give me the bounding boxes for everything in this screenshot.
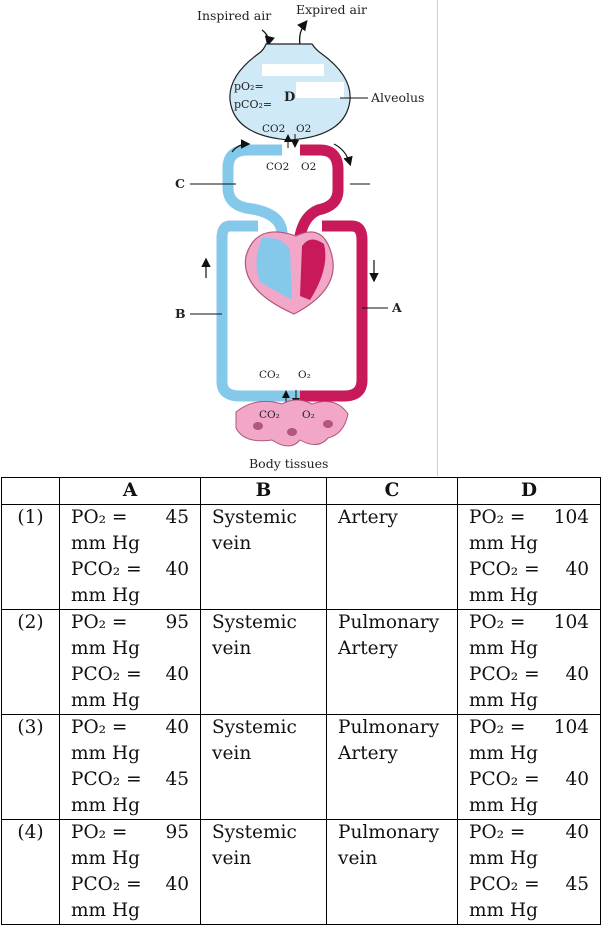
o2-bottom-label: O₂ xyxy=(298,369,311,381)
table-row: (2) PO₂ =95 mm Hg PCO₂ =40 mm Hg Systemi… xyxy=(1,609,601,715)
diagram-svg: Inspired air Expired air pO₂= D pCO₂= Al… xyxy=(175,2,424,471)
option-number[interactable]: (1) xyxy=(1,504,60,610)
po2-label: pO₂= xyxy=(234,80,264,93)
cell-c: Artery xyxy=(326,504,458,610)
header-b: B xyxy=(200,477,327,505)
table-header-row: A B C D xyxy=(1,477,601,505)
cell-b: Systemic vein xyxy=(200,714,327,820)
inspired-arrow xyxy=(261,29,275,47)
cell-d: PO₂ =104 mm Hg PCO₂ =40 mm Hg xyxy=(457,504,601,610)
expired-arrow xyxy=(297,19,308,46)
pco2-label: pCO₂= xyxy=(234,98,272,111)
table-row: (4) PO₂ =95 mm Hg PCO₂ =40 mm Hg Systemi… xyxy=(1,819,601,925)
cell-c: Pulmonary Artery xyxy=(326,714,458,820)
header-a: A xyxy=(59,477,201,505)
cell-b: Systemic vein xyxy=(200,609,327,715)
cell-c: Pulmonary Artery xyxy=(326,609,458,715)
co2-bottom2-label: CO₂ xyxy=(259,409,280,421)
o2-bottom2-label: O₂ xyxy=(302,409,315,421)
alveolus-label: Alveolus xyxy=(370,90,424,105)
cell-b: Systemic vein xyxy=(200,504,327,610)
cell-a: PO₂ =95 mm Hg PCO₂ =40 mm Hg xyxy=(59,819,201,925)
heart-left-side xyxy=(300,239,326,300)
a-label: A xyxy=(391,300,402,315)
alveolus-blank-1 xyxy=(262,64,324,76)
pulmonary-vessel-c xyxy=(222,144,288,262)
cell-a: PO₂ =45 mm Hg PCO₂ =40 mm Hg xyxy=(59,504,201,610)
body-tissues-label: Body tissues xyxy=(249,456,328,471)
co2-top2-label: CO2 xyxy=(266,161,289,173)
o2-top-label: O2 xyxy=(296,123,311,135)
heart-right-side xyxy=(256,237,292,300)
cell-a: PO₂ =95 mm Hg PCO₂ =40 mm Hg xyxy=(59,609,201,715)
options-table: A B C D (1) PO₂ =45 mm Hg PCO₂ =40 mm Hg… xyxy=(1,477,601,925)
table-row: (3) PO₂ =40 mm Hg PCO₂ =45 mm Hg Systemi… xyxy=(1,714,601,820)
co2-bottom-label: CO₂ xyxy=(259,369,280,381)
option-number[interactable]: (3) xyxy=(1,714,60,820)
o2-top2-label: O2 xyxy=(301,161,316,173)
figure-border xyxy=(437,0,438,476)
alveolus-blank-2 xyxy=(296,82,344,98)
cell-d: PO₂ =104 mm Hg PCO₂ =40 mm Hg xyxy=(457,609,601,715)
inspired-air-label: Inspired air xyxy=(197,8,271,23)
cell-d: PO₂ =40 mm Hg PCO₂ =45 mm Hg xyxy=(457,819,601,925)
c-label: C xyxy=(175,176,185,191)
b-label: B xyxy=(175,306,186,321)
option-number[interactable]: (4) xyxy=(1,819,60,925)
circulation-diagram: Inspired air Expired air pO₂= D pCO₂= Al… xyxy=(175,0,438,476)
header-d: D xyxy=(457,477,601,505)
cell-c: Pulmonary vein xyxy=(326,819,458,925)
cell-a: PO₂ =40 mm Hg PCO₂ =45 mm Hg xyxy=(59,714,201,820)
vessel-b xyxy=(216,220,300,402)
cell-d: PO₂ =104 mm Hg PCO₂ =40 mm Hg xyxy=(457,714,601,820)
table-row: (1) PO₂ =45 mm Hg PCO₂ =40 mm Hg Systemi… xyxy=(1,504,601,610)
header-c: C xyxy=(326,477,458,505)
vessel-a xyxy=(300,220,368,402)
body-tissues xyxy=(235,399,349,447)
d-label: D xyxy=(284,90,295,105)
co2-top-label: CO2 xyxy=(262,123,285,135)
cell-b: Systemic vein xyxy=(200,819,327,925)
option-number[interactable]: (2) xyxy=(1,609,60,715)
header-num xyxy=(1,477,60,505)
expired-air-label: Expired air xyxy=(296,2,367,17)
pulmonary-vein xyxy=(294,144,344,238)
